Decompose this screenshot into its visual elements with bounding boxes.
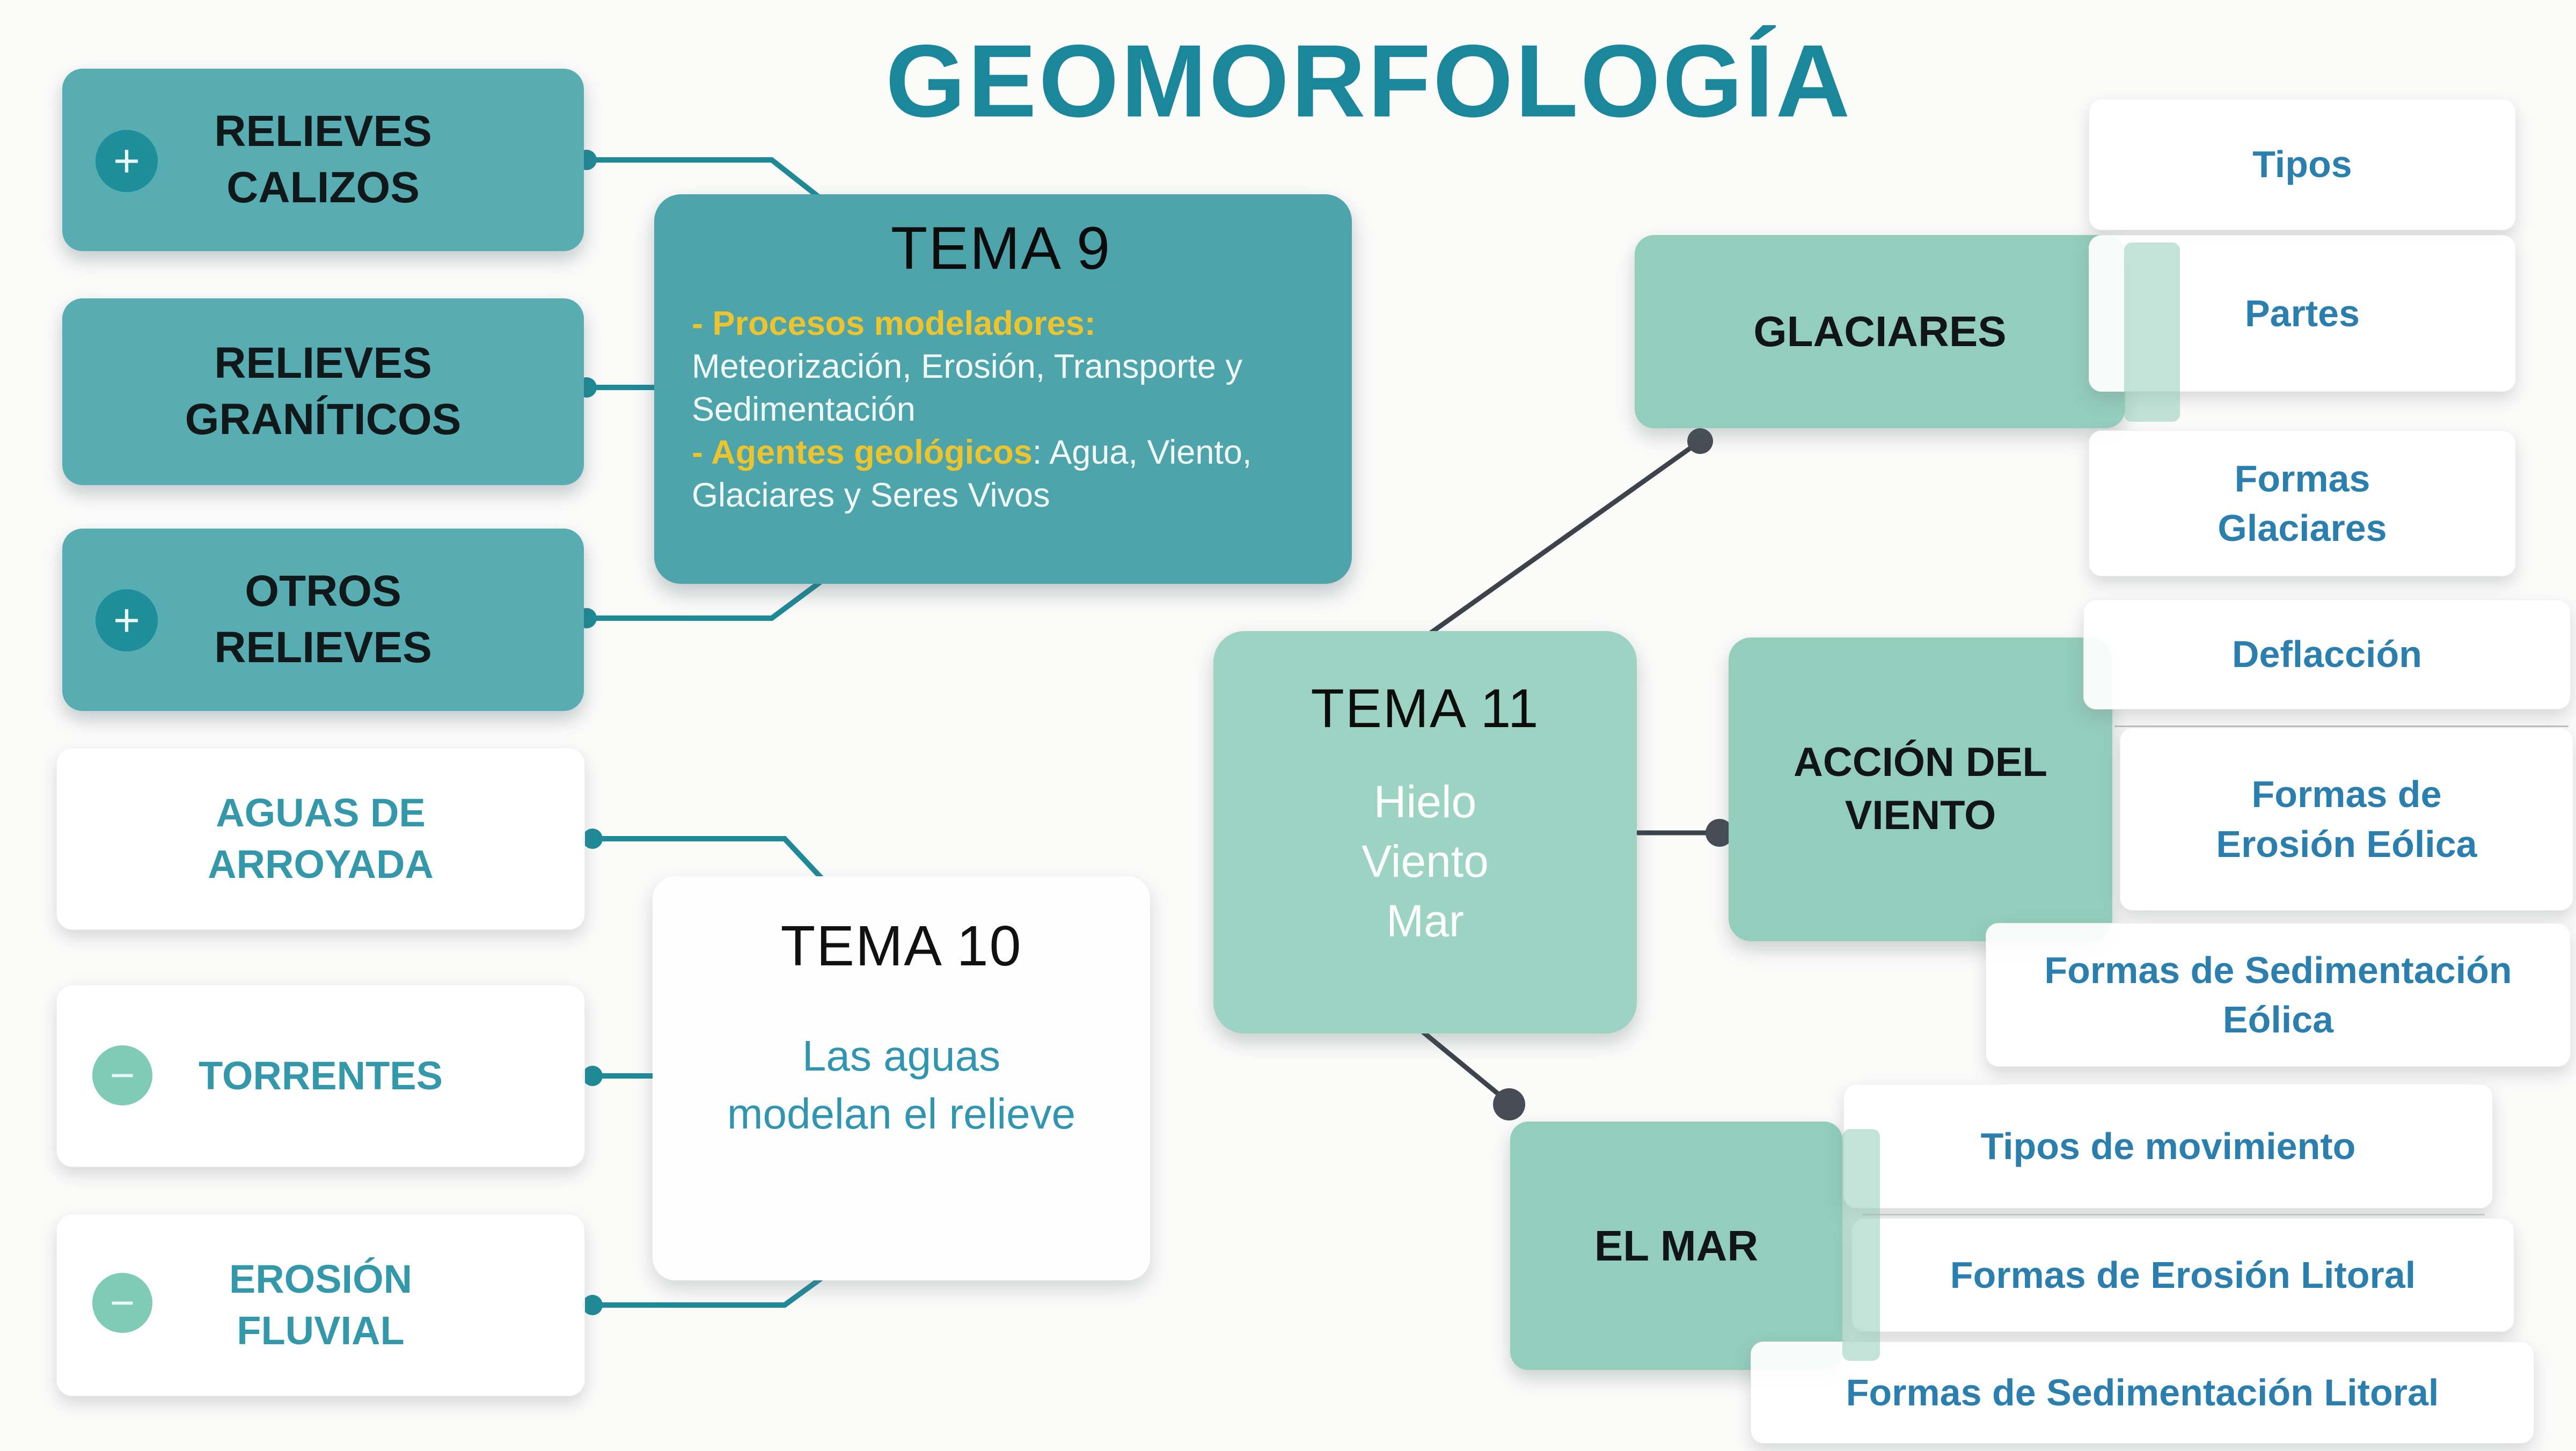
tema10-title: TEMA 10 [780,914,1022,978]
node-formas-erosion-litoral[interactable]: Formas de Erosión Litoral [1851,1218,2514,1332]
tema9-agents-label: - Agentes geológicos [692,434,1033,471]
node-label: RELIEVES CALIZOS [214,107,432,212]
node-aguas-de-arroyada[interactable]: AGUAS DE ARROYADA [56,748,585,930]
node-glaciares-tipos[interactable]: Tipos [2089,99,2516,230]
node-label: EROSIÓN FLUVIAL [229,1256,413,1353]
wire-dot [582,1066,603,1086]
node-label: Formas de Sedimentación Eólica [2044,949,2512,1040]
node-label: Formas Glaciares [2218,457,2387,549]
box-seam-line [2114,726,2568,727]
node-tema-9[interactable]: TEMA 9 - Procesos modeladores: Meteoriza… [654,194,1352,584]
node-label: RELIEVES GRANÍTICOS [185,339,462,444]
tema9-processes-label: - Procesos modeladores: [692,305,1096,342]
node-label: Formas de Erosión Eólica [2216,773,2477,865]
node-label: Tipos de movimiento [1980,1125,2356,1167]
node-formas-sedimentacion-litoral[interactable]: Formas de Sedimentación Litoral [1751,1342,2534,1443]
connector-erosion-tema10 [590,1273,827,1308]
box-seam-line [1862,1214,2485,1215]
wire-dot [582,829,603,849]
minus-icon[interactable]: − [92,1273,152,1333]
wire-dot [582,1295,603,1315]
node-formas-sedimentacion-eolica[interactable]: Formas de Sedimentación Eólica [1986,923,2571,1067]
node-label: ACCIÓN DEL VIENTO [1794,739,2047,838]
node-el-mar[interactable]: EL MAR [1510,1122,1842,1370]
node-formas-glaciares[interactable]: Formas Glaciares [2089,430,2516,576]
node-label: GLACIARES [1753,307,2007,355]
connector-tema11-glaciares [1428,438,1703,636]
node-formas-erosion-eolica[interactable]: Formas de Erosión Eólica [2120,728,2573,911]
node-label: Tipos [2252,143,2352,186]
wire-dot-dark [1687,428,1713,454]
node-label: AGUAS DE ARROYADA [208,790,434,886]
connector-tema11-mar [1419,1029,1510,1104]
wire-dot-dark [1493,1088,1525,1120]
tema11-title: TEMA 11 [1311,678,1540,739]
node-tema-11[interactable]: TEMA 11 Hielo Viento Mar [1213,631,1637,1034]
node-relieves-graniticos[interactable]: RELIEVES GRANÍTICOS [62,298,584,485]
node-torrentes[interactable]: TORRENTES [56,985,585,1167]
node-label: TORRENTES [198,1053,443,1098]
connector-calizos-tema9 [584,157,825,202]
el-mar-extension [1842,1129,1880,1361]
tema9-agents-text: : Agua, Viento, Glaciares y Seres Vivos [692,434,1252,514]
node-label: Formas de Sedimentación Litoral [1846,1371,2439,1413]
plus-icon[interactable]: + [96,130,158,192]
connector-aguas-tema10 [590,836,827,884]
node-label: EL MAR [1594,1221,1759,1270]
minus-icon[interactable]: − [92,1045,152,1105]
node-label: Formas de Erosión Litoral [1950,1254,2416,1296]
node-label: Deflacción [2232,633,2422,676]
page-title: GEOMORFOLOGÍA [885,23,1853,138]
tema10-subtitle: Las aguas modelan el relieve [727,1032,1076,1138]
connector-otros-tema9 [584,578,825,621]
glaciares-extension [2124,243,2180,422]
tema9-processes-text: Meteorización, Erosión, Transporte y Sed… [692,348,1242,428]
node-label: Partes [2244,292,2360,334]
plus-icon[interactable]: + [96,589,158,651]
node-glaciares[interactable]: GLACIARES [1635,235,2125,428]
node-label: OTROS RELIEVES [214,567,432,672]
tema11-subtitle: Hielo Viento Mar [1362,776,1489,946]
node-deflaccion[interactable]: Deflacción [2083,599,2571,709]
node-tipos-de-movimiento[interactable]: Tipos de movimiento [1843,1084,2493,1208]
node-tema-10[interactable]: TEMA 10 Las aguas modelan el relieve [653,876,1150,1280]
tema9-body: - Procesos modeladores: Meteorización, E… [692,302,1310,517]
wire-dot-dark [1706,819,1733,847]
tema9-title: TEMA 9 [890,215,1111,282]
node-accion-del-viento[interactable]: ACCIÓN DEL VIENTO [1729,637,2112,941]
